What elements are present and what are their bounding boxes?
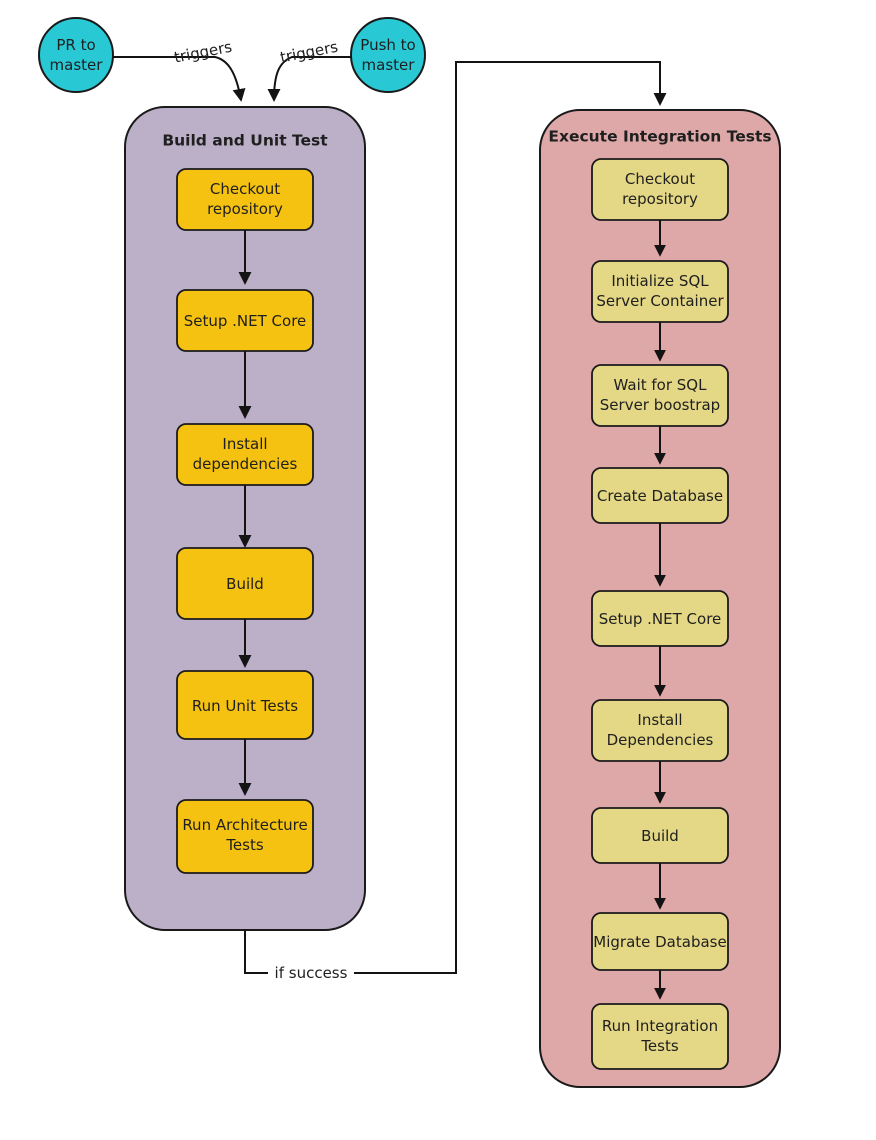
edge-push-to-build xyxy=(267,56,352,102)
node-b1-label-line1: Checkout xyxy=(210,180,280,198)
node-i4-create-database[interactable]: Create Database xyxy=(591,467,729,524)
node-i1-label-line1: Checkout xyxy=(625,170,695,188)
node-b4-build[interactable]: Build xyxy=(176,547,314,620)
node-i5-label-line1: Setup .NET Core xyxy=(599,610,722,628)
node-i3-label-line2: Server boostrap xyxy=(600,396,720,414)
subgraph-integration-title: Execute Integration Tests xyxy=(548,128,771,146)
node-i9-run-integration-tests[interactable]: Run Integration Tests xyxy=(591,1003,729,1070)
node-b1-label-line2: repository xyxy=(207,200,283,218)
node-i7-label-line1: Build xyxy=(641,827,679,845)
edge-label-if-success-backdrop xyxy=(268,962,354,984)
node-b6-shape xyxy=(176,799,314,874)
node-b2-label-line1: Setup .NET Core xyxy=(184,312,307,330)
node-b3-label-line2: dependencies xyxy=(193,455,298,473)
node-i6-label-line1: Install xyxy=(637,711,682,729)
edge-if-success xyxy=(244,61,667,974)
edge-pr-to-build xyxy=(113,56,246,102)
node-i6-install-dependencies[interactable]: Install Dependencies xyxy=(591,699,729,762)
push-to-master-label-line2: master xyxy=(362,56,416,74)
node-i5-setup-dotnet-core[interactable]: Setup .NET Core xyxy=(591,590,729,647)
node-b2-setup-dotnet-core[interactable]: Setup .NET Core xyxy=(176,289,314,352)
node-i9-label-line1: Run Integration xyxy=(602,1017,718,1035)
node-i1-label-line2: repository xyxy=(622,190,698,208)
edge-label-triggers-push: triggers xyxy=(279,38,340,67)
pr-to-master-label-line2: master xyxy=(50,56,104,74)
node-i7-build[interactable]: Build xyxy=(591,807,729,864)
trigger-node-pr-to-master[interactable]: PR to master xyxy=(38,17,114,93)
node-i8-migrate-database[interactable]: Migrate Database xyxy=(591,912,729,971)
pr-to-master-circle xyxy=(38,17,114,93)
node-b3-install-dependencies[interactable]: Install dependencies xyxy=(176,423,314,486)
node-b3-label-line1: Install xyxy=(222,435,267,453)
node-b5-label-line1: Run Unit Tests xyxy=(192,697,298,715)
node-b6-label-line1: Run Architecture xyxy=(182,816,307,834)
subgraph-build-title: Build and Unit Test xyxy=(162,132,328,150)
node-b1-checkout-repository[interactable]: Checkout repository xyxy=(176,168,314,231)
pr-to-master-label-line1: PR to xyxy=(56,36,95,54)
node-i8-label-line1: Migrate Database xyxy=(593,933,726,951)
node-b6-run-architecture-tests[interactable]: Run Architecture Tests xyxy=(176,799,314,874)
push-to-master-circle xyxy=(350,17,426,93)
node-i9-label-line2: Tests xyxy=(640,1037,679,1055)
edge-label-if-success: if success xyxy=(275,964,348,982)
node-b5-run-unit-tests[interactable]: Run Unit Tests xyxy=(176,670,314,740)
node-i3-label-line1: Wait for SQL xyxy=(614,376,708,394)
node-i3-wait-for-sql-server-bootstrap[interactable]: Wait for SQL Server boostrap xyxy=(591,364,729,427)
node-i6-label-line2: Dependencies xyxy=(607,731,714,749)
push-to-master-label-line1: Push to xyxy=(360,36,415,54)
node-i4-label-line1: Create Database xyxy=(597,487,723,505)
node-i1-checkout-repository[interactable]: Checkout repository xyxy=(591,158,729,221)
node-i9-shape xyxy=(591,1003,729,1070)
trigger-node-push-to-master[interactable]: Push to master xyxy=(350,17,426,93)
node-i2-initialize-sql-server-container[interactable]: Initialize SQL Server Container xyxy=(591,260,729,323)
node-i2-label-line1: Initialize SQL xyxy=(611,272,709,290)
node-b6-label-line2: Tests xyxy=(225,836,264,854)
node-i2-label-line2: Server Container xyxy=(596,292,724,310)
node-b4-label-line1: Build xyxy=(226,575,264,593)
